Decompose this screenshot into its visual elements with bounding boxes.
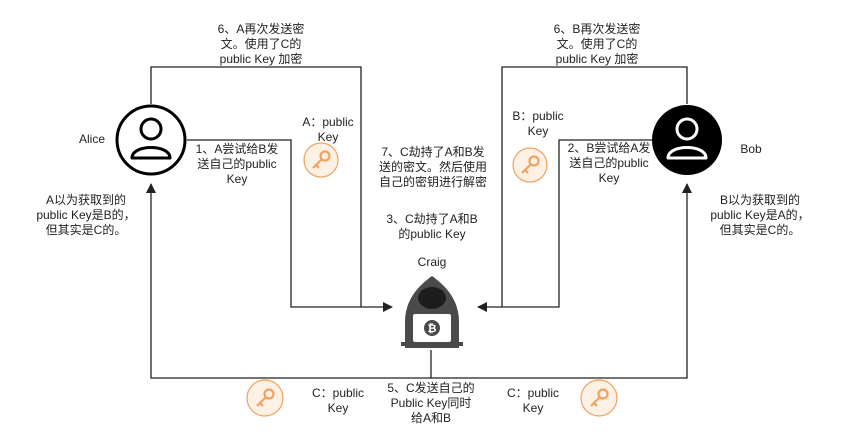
step6a-connector <box>150 66 362 307</box>
step6b-connector <box>501 66 688 307</box>
key-icon-a <box>303 142 339 178</box>
key-icon-c-left <box>246 379 284 417</box>
svg-text:₿: ₿ <box>428 322 437 335</box>
alice-name: Alice <box>78 132 105 146</box>
step6b-label: 6、B再次发送密 文。使用了C的 public Key 加密 <box>553 22 641 66</box>
craig-hacker-icon: ₿ <box>401 276 463 348</box>
step5-to-alice <box>146 183 431 379</box>
key-c-left-label: C：public Key <box>311 386 365 415</box>
bob-name: Bob <box>740 142 762 156</box>
alice-user-icon <box>115 104 187 176</box>
step2-connector <box>477 139 653 312</box>
key-icon-c-right <box>580 379 618 417</box>
step7-label: 7、C劫持了A和B发 送的密文。然后使用 自己的密钥进行解密 <box>378 145 487 189</box>
key-c-right-label: C：public Key <box>506 386 560 415</box>
bob-belief-note: B以为获取到的 public Key是A的， 但其实是C的。 <box>710 193 810 237</box>
step3-label: 3、C劫持了A和B 的public Key <box>386 212 478 241</box>
alice-belief-note: A以为获取到的 public Key是B的， 但其实是C的。 <box>36 193 136 237</box>
key-icon-b <box>512 147 548 183</box>
step5-to-bob <box>431 183 692 379</box>
step6a-label: 6、A再次发送密 文。使用了C的 public Key 加密 <box>217 22 305 66</box>
bob-user-icon <box>652 105 722 175</box>
step1-label: 1、A尝试给B发 送自己的public Key <box>195 142 279 186</box>
step1-connector <box>187 139 393 312</box>
key-a-label: A：public Key <box>302 115 354 144</box>
step2-label: 2、B尝试给A发 送自己的public Key <box>567 141 651 185</box>
craig-name: Craig <box>417 255 447 269</box>
key-b-label: B：public Key <box>512 109 564 138</box>
step5-label: 5、C发送自己的 Public Key同时 给A和B <box>387 381 475 425</box>
